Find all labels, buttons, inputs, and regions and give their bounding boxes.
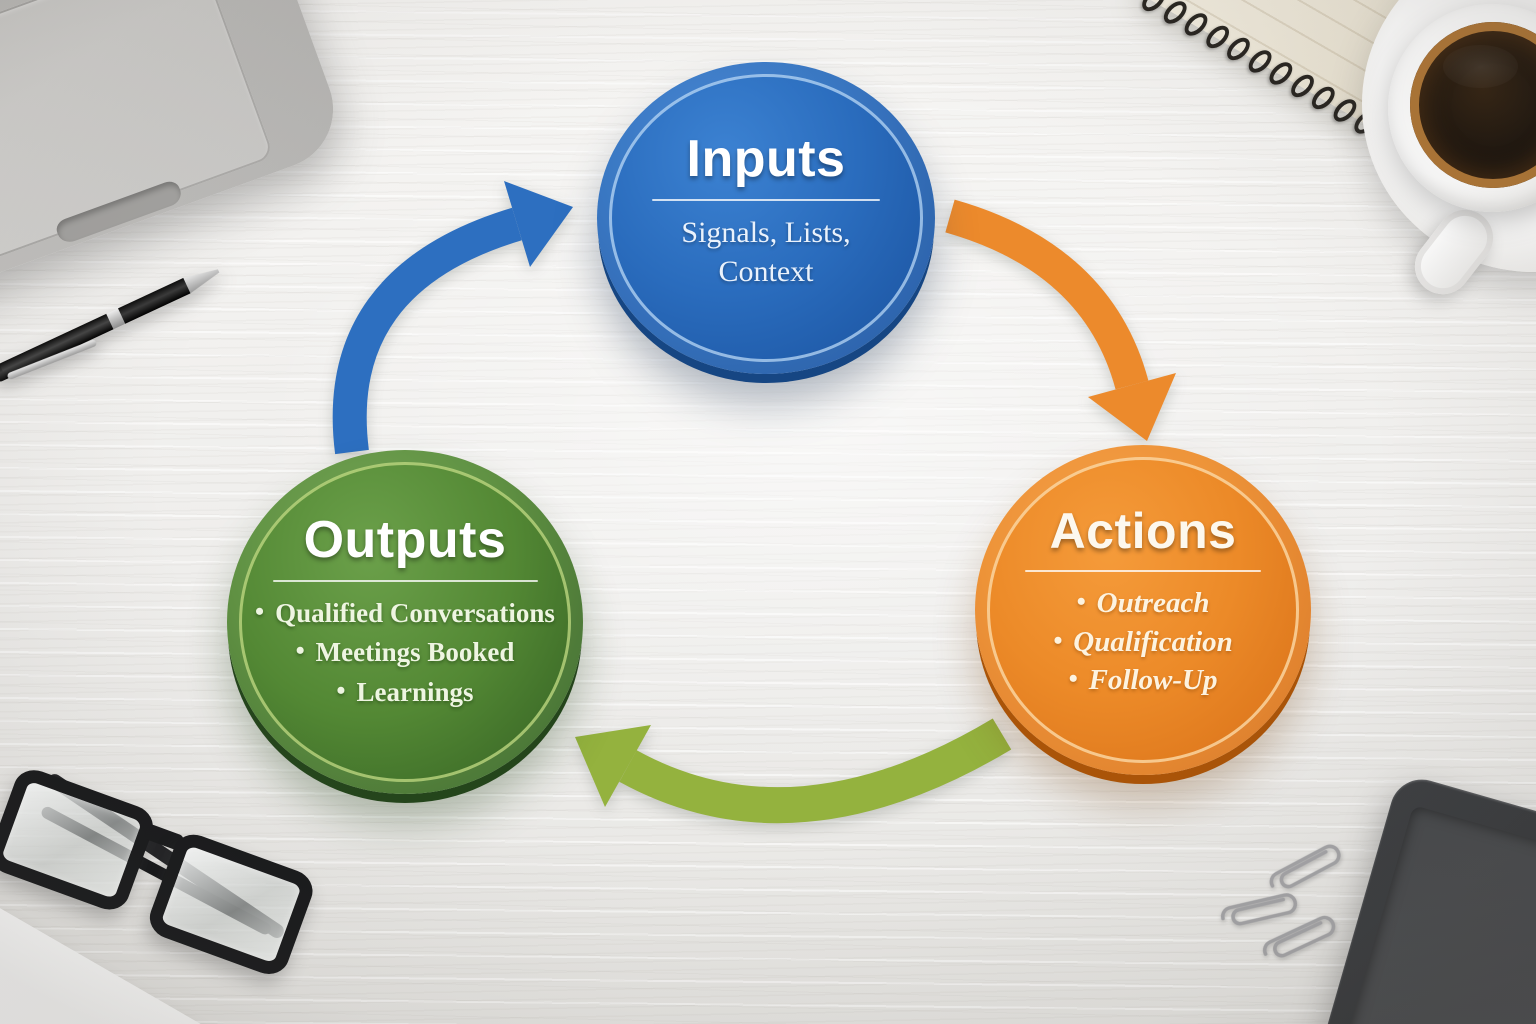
coffee-surface bbox=[1410, 22, 1536, 188]
node-outputs: Outputs • Qualified Conversations • Meetin… bbox=[227, 450, 583, 794]
bullet-icon: • bbox=[336, 675, 346, 705]
paperclip-photo bbox=[1269, 844, 1341, 889]
node-outputs-divider bbox=[272, 580, 538, 583]
node-inputs-title: Inputs bbox=[686, 130, 846, 188]
node-inputs-ring bbox=[609, 74, 923, 362]
list-item-label: Qualified Conversations bbox=[275, 598, 555, 629]
node-inputs-divider bbox=[652, 199, 880, 201]
bullet-icon: • bbox=[1076, 587, 1086, 617]
node-inputs-line: Signals, Lists, bbox=[681, 216, 851, 249]
node-actions: Actions • Outreach • Qualification • Follow… bbox=[975, 445, 1311, 775]
list-item: • Outreach bbox=[1053, 584, 1233, 623]
list-item-label: Outreach bbox=[1096, 587, 1210, 620]
node-outputs-list: • Qualified Conversations • Meetings Booke… bbox=[255, 594, 555, 711]
node-actions-divider bbox=[1025, 570, 1261, 573]
list-item-label: Follow-Up bbox=[1088, 664, 1218, 697]
list-item: • Learnings bbox=[255, 673, 555, 712]
list-item-label: Learnings bbox=[356, 676, 474, 707]
coffee-cup-photo bbox=[1388, 4, 1536, 212]
bullet-icon: • bbox=[255, 597, 265, 627]
node-inputs-line: Context bbox=[718, 255, 814, 288]
node-inputs: Inputs Signals, Lists, Context bbox=[597, 62, 935, 374]
arrow-outputs-to-inputs bbox=[332, 181, 573, 455]
list-item: • Qualified Conversations bbox=[255, 594, 555, 633]
node-actions-list: • Outreach • Qualification • Follow-Up bbox=[1053, 584, 1233, 700]
arrow-actions-to-outputs bbox=[575, 718, 1012, 824]
node-actions-ring bbox=[987, 457, 1299, 763]
bullet-icon: • bbox=[1053, 625, 1063, 655]
node-inputs-subtext: Signals, Lists, Context bbox=[681, 213, 850, 291]
node-outputs-ring bbox=[239, 462, 571, 782]
list-item-label: Meetings Booked bbox=[315, 637, 515, 668]
paperclip-photo bbox=[1262, 915, 1336, 958]
list-item-label: Qualification bbox=[1073, 625, 1233, 658]
arrow-inputs-to-actions bbox=[945, 199, 1176, 441]
paperclip-photo bbox=[1220, 893, 1298, 926]
bullet-icon: • bbox=[295, 636, 305, 666]
list-item: • Follow-Up bbox=[1053, 661, 1233, 700]
bullet-icon: • bbox=[1068, 664, 1078, 694]
list-item: • Meetings Booked bbox=[255, 633, 555, 672]
node-outputs-title: Outputs bbox=[303, 511, 507, 570]
list-item: • Qualification bbox=[1053, 623, 1233, 662]
node-actions-title: Actions bbox=[1049, 503, 1237, 560]
